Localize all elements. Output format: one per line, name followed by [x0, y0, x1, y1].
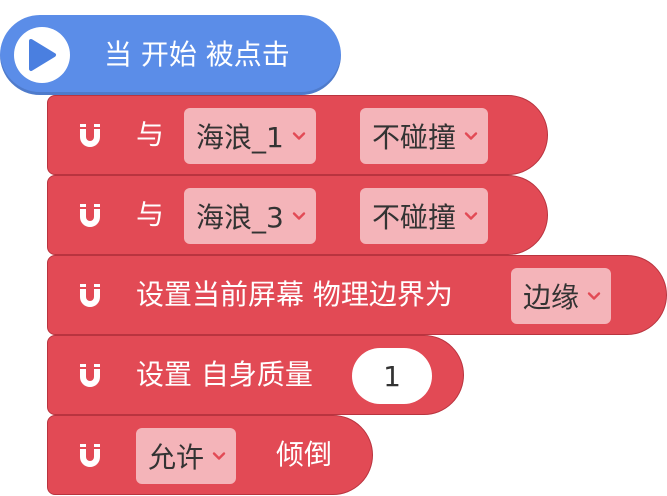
collision-mode-value: 不碰撞	[372, 121, 457, 154]
collision-block-1[interactable]: 与 海浪_1 不碰撞	[47, 95, 548, 175]
target-dropdown-1[interactable]: 海浪_1	[184, 108, 316, 164]
collision-block-2[interactable]: 与 海浪_3 不碰撞	[47, 175, 548, 255]
magnet-icon	[80, 204, 100, 227]
set-screen-boundary-block[interactable]: 设置当前屏幕 物理边界为 边缘	[47, 255, 667, 335]
target-dropdown-value: 海浪_3	[196, 201, 284, 234]
magnet-icon	[80, 284, 100, 307]
mass-value: 1	[383, 359, 401, 393]
chevron-down-icon	[464, 212, 478, 220]
mass-number-input[interactable]: 1	[352, 348, 432, 404]
boundary-dropdown-value: 边缘	[523, 281, 580, 314]
allow-dropdown[interactable]: 允许	[136, 428, 237, 484]
chevron-down-icon	[292, 132, 306, 140]
when-start-clicked-block[interactable]: 当 开始 被点击	[0, 15, 341, 95]
magnet-icon	[80, 444, 100, 467]
boundary-dropdown[interactable]: 边缘	[511, 268, 612, 324]
collision-mode-dropdown-2[interactable]: 不碰撞	[360, 188, 489, 244]
collision-mode-value: 不碰撞	[372, 201, 457, 234]
collision-mode-dropdown-1[interactable]: 不碰撞	[360, 108, 489, 164]
chevron-down-icon	[464, 132, 478, 140]
allow-dropdown-value: 允许	[148, 441, 205, 474]
with-label: 与	[136, 118, 165, 151]
magnet-icon	[80, 364, 100, 387]
target-dropdown-2[interactable]: 海浪_3	[184, 188, 316, 244]
allow-tilt-block[interactable]: 允许 倾倒	[47, 415, 373, 495]
set-mass-label: 设置 自身质量	[136, 358, 313, 391]
chevron-down-icon	[212, 452, 226, 460]
play-icon[interactable]	[14, 27, 70, 83]
chevron-down-icon	[587, 292, 601, 300]
target-dropdown-value: 海浪_1	[196, 121, 284, 154]
tilt-label: 倾倒	[276, 438, 333, 471]
magnet-icon	[80, 124, 100, 147]
set-boundary-label: 设置当前屏幕 物理边界为	[136, 278, 453, 311]
event-label: 当 开始 被点击	[104, 38, 290, 71]
set-mass-block[interactable]: 设置 自身质量 1	[47, 335, 464, 415]
with-label: 与	[136, 198, 165, 231]
chevron-down-icon	[292, 212, 306, 220]
